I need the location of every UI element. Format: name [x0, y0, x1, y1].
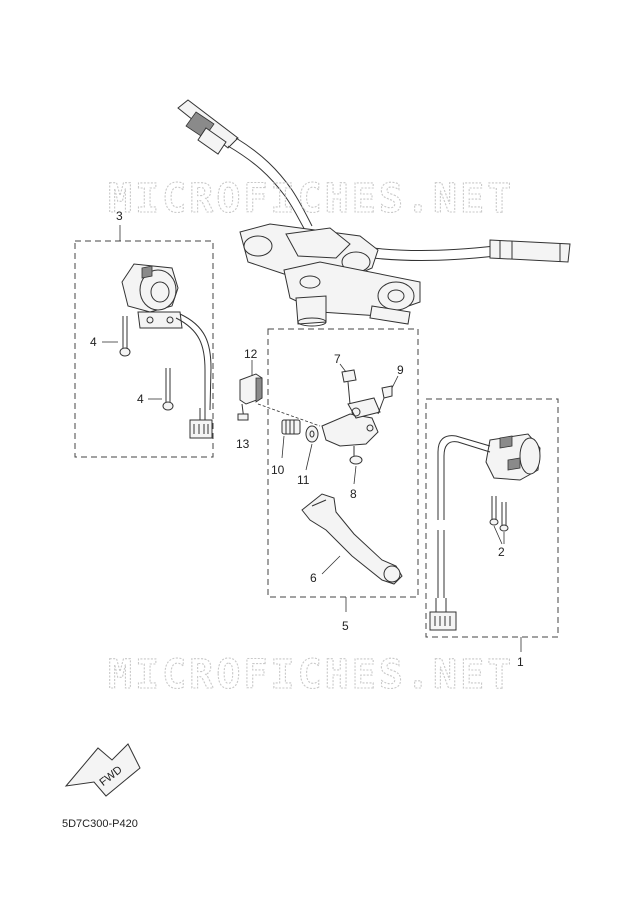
lever-holder — [321, 397, 381, 447]
right-switch-assembly — [429, 433, 541, 631]
callout-10: 10 — [271, 463, 285, 477]
callout-5: 5 — [342, 619, 349, 633]
callout-3: 3 — [116, 209, 123, 223]
callout-9: 9 — [397, 363, 404, 377]
screws-2 — [489, 496, 509, 545]
fwd-arrow-icon: FWD — [64, 743, 141, 797]
screw-4b — [148, 368, 174, 411]
part-11-nut — [305, 425, 319, 471]
part-9-screw — [377, 375, 399, 415]
part-10-adjuster — [281, 419, 301, 459]
callout-1: 1 — [517, 655, 524, 669]
part-13-screw — [237, 403, 249, 421]
group-box-3 — [74, 240, 214, 458]
callout-7: 7 — [334, 352, 341, 366]
group-box-5 — [267, 328, 419, 598]
watermark-bottom: MICROFICHES.NET — [108, 652, 514, 698]
callout-13: 13 — [236, 437, 250, 451]
group-box-1 — [425, 398, 559, 638]
callout-4b: 4 — [137, 392, 144, 406]
handlebar — [177, 99, 571, 327]
callout-6: 6 — [310, 571, 317, 585]
left-switch-assembly — [121, 263, 213, 439]
part-7-bolt — [339, 363, 357, 405]
screw-4a — [102, 316, 131, 357]
watermark-top: MICROFICHES.NET — [108, 176, 514, 222]
part-8-nut — [349, 446, 363, 485]
diagram-code: 5D7C300-P420 — [62, 818, 138, 830]
callout-12: 12 — [244, 347, 258, 361]
callout-2: 2 — [498, 545, 505, 559]
part-6-clutch-lever — [301, 493, 403, 585]
callout-11: 11 — [297, 473, 310, 487]
part-12-block — [239, 360, 263, 405]
callout-4a: 4 — [90, 335, 97, 349]
callout-8: 8 — [350, 487, 357, 501]
